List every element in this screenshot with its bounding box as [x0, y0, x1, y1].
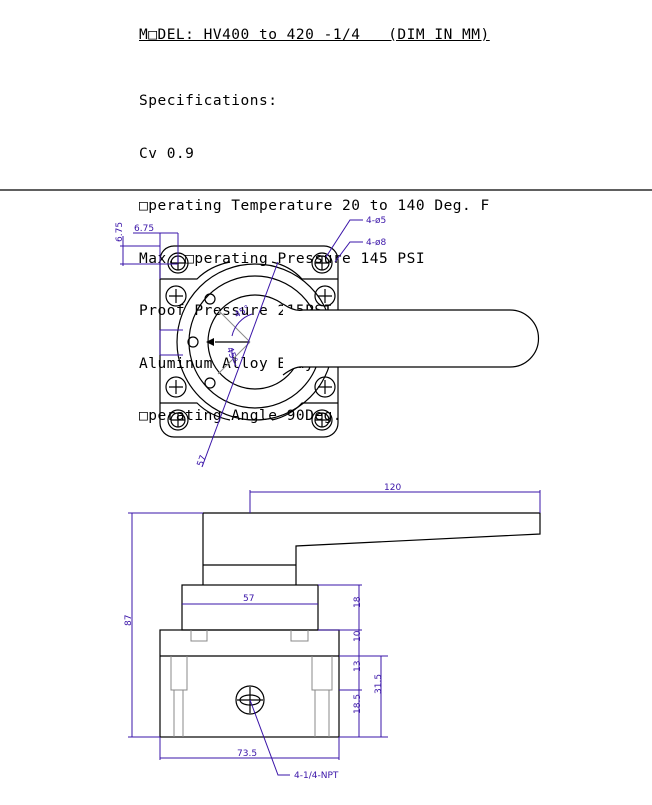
specs-title: Specifications:: [139, 93, 278, 109]
angle-bottom-label: 45°: [224, 346, 239, 364]
handle-side: [202, 512, 541, 585]
dim-offset-vertical: 6.75: [115, 222, 125, 242]
top-view: 6.75 6.75 4-ø5 4-ø8 45° 45° 57: [115, 216, 540, 468]
dim-body-width: 73.5: [237, 749, 257, 759]
side-view: 120 87 57 18 10 13 18.5 31.5 73.5 4-1/4-…: [124, 483, 541, 781]
diameter-line: [201, 261, 279, 468]
hole-small-label: 4-ø5: [366, 216, 386, 226]
handle-top: [282, 303, 540, 376]
dim-18: 18: [353, 596, 363, 608]
spec-cv: Cv 0.9: [139, 145, 195, 162]
dim-31-5: 31.5: [374, 674, 384, 694]
corner-holes: [167, 252, 333, 431]
bonnet: [181, 584, 319, 631]
dim-handle-length: 120: [384, 483, 401, 493]
model-title: M□DEL: HV400 to 420 -1/4 (DIM IN MM): [139, 27, 490, 43]
dim-13: 13: [353, 661, 363, 672]
dim-bonnet-width: 57: [243, 594, 254, 604]
port-label: 4-1/4-NPT: [294, 771, 339, 781]
flow-arrow-icon: [206, 338, 214, 346]
spec-temperature: □perating Temperature 20 to 140 Deg. F: [139, 198, 490, 214]
angle-top-label: 45°: [233, 304, 252, 321]
valve-body: [159, 629, 340, 738]
dim-offset-horizontal: 6.75: [134, 224, 154, 234]
npt-port: [235, 685, 265, 715]
phillips-screws: [165, 285, 336, 398]
dim-diameter: 57: [196, 454, 209, 468]
dim-18-5: 18.5: [353, 694, 363, 714]
dim-10: 10: [353, 630, 363, 642]
hole-large-label: 4-ø8: [366, 238, 386, 248]
dim-total-height: 87: [124, 615, 134, 626]
